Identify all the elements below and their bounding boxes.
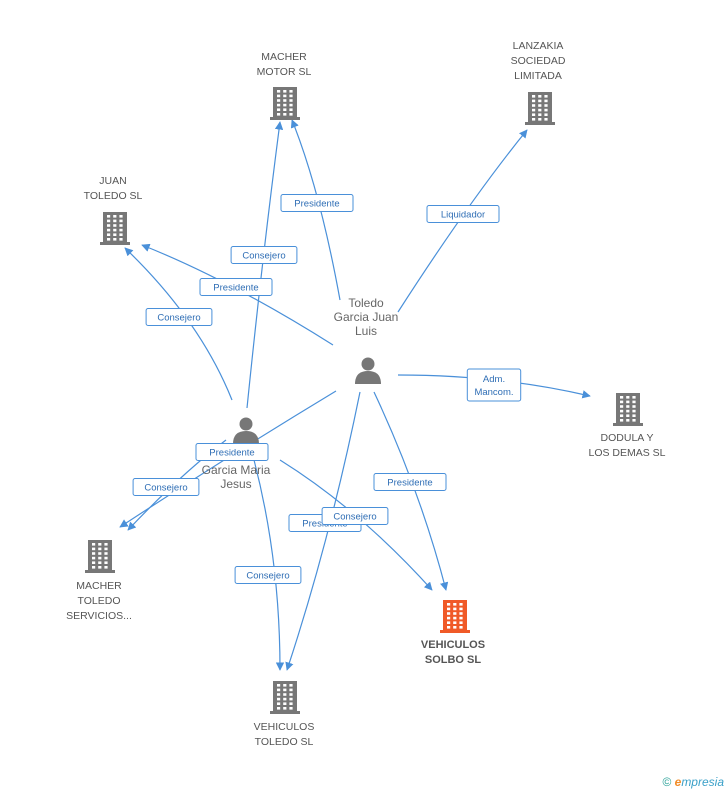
company-label-vehiculos_solbo-line-1: VEHICULOS [421, 639, 485, 651]
brand-initial: e [674, 775, 682, 789]
building-icon-vehiculos_toledo[interactable] [270, 681, 300, 714]
edge-labels-layer: PresidenteLiquidadorPresidenteAdm.Mancom… [132, 194, 522, 584]
svg-text:Consejero: Consejero [157, 313, 200, 324]
edge-label-toledo-macher_motor: Presidente [280, 194, 354, 212]
svg-text:Mancom.: Mancom. [474, 387, 513, 398]
edge-label-toledo-dodula: Adm. Mancom. [466, 368, 522, 402]
person-label-toledo-line-2: Garcia Juan [334, 310, 399, 324]
building-icon-macher_motor[interactable] [270, 87, 300, 120]
edge-label-toledo-juan_toledo: Presidente [199, 278, 273, 296]
building-icon-juan_toledo[interactable] [100, 212, 130, 245]
edge-garcia-vehiculos_toledo [253, 459, 285, 671]
edge-label-garcia-vehiculos_toledo: Consejero [234, 566, 302, 584]
company-label-lanzakia-line-3: LIMITADA [514, 70, 562, 82]
company-label-macher_motor-line-2: MOTOR SL [257, 66, 312, 78]
svg-text:Presidente: Presidente [387, 478, 432, 489]
building-icon-dodula[interactable] [613, 393, 643, 426]
empresia-watermark: © empresia [662, 775, 724, 789]
company-label-macher_toledo-line-1: MACHER [76, 580, 122, 592]
edge-label-garcia-vehiculos_solbo: Consejero [321, 507, 389, 525]
person-label-garcia-line-2: Jesus [220, 477, 251, 491]
edge-label-toledo-lanzakia: Liquidador [426, 205, 500, 223]
building-icon-macher_toledo[interactable] [85, 540, 115, 573]
person-icon-garcia[interactable] [233, 417, 259, 445]
svg-text:Consejero: Consejero [246, 571, 289, 582]
edge-garcia-macher_motor [246, 121, 284, 409]
company-label-macher_motor-line-1: MACHER [261, 51, 307, 63]
company-label-macher_toledo-line-3: SERVICIOS... [66, 610, 132, 622]
company-label-lanzakia-line-2: SOCIEDAD [511, 55, 566, 67]
company-label-dodula-line-2: LOS DEMAS SL [588, 447, 665, 459]
company-label-juan_toledo-line-2: TOLEDO SL [84, 190, 143, 202]
edge-label-toledo-vehiculos_solbo: Presidente [373, 473, 447, 491]
building-icon-vehiculos_solbo[interactable] [440, 600, 470, 633]
company-label-vehiculos_toledo-line-2: TOLEDO SL [255, 736, 314, 748]
edge-label-garcia-juan_toledo: Consejero [145, 308, 213, 326]
person-icon-toledo[interactable] [355, 357, 381, 385]
company-label-vehiculos_solbo-line-2: SOLBO SL [425, 654, 482, 666]
company-label-juan_toledo-line-1: JUAN [99, 175, 126, 187]
company-label-lanzakia-line-1: LANZAKIA [513, 40, 564, 52]
company-label-vehiculos_toledo-line-1: VEHICULOS [254, 721, 315, 733]
svg-text:Consejero: Consejero [144, 483, 187, 494]
copyright-symbol: © [662, 775, 672, 789]
edge-label-toledo-macher_toledo: Presidente [195, 443, 269, 461]
svg-text:Presidente: Presidente [209, 448, 254, 459]
edge-label-garcia-macher_motor: Consejero [230, 246, 298, 264]
svg-text:Consejero: Consejero [242, 251, 285, 262]
edge-label-garcia-macher_toledo: Consejero [132, 478, 200, 496]
svg-text:Adm.: Adm. [483, 374, 505, 385]
person-label-toledo-line-3: Luis [355, 324, 377, 338]
svg-text:Presidente: Presidente [294, 199, 339, 210]
svg-text:Consejero: Consejero [333, 512, 376, 523]
building-icon-lanzakia[interactable] [525, 92, 555, 125]
edge-toledo-vehiculos_toledo [285, 391, 361, 671]
company-label-dodula-line-1: DODULA Y [601, 432, 654, 444]
company-label-macher_toledo-line-2: TOLEDO [78, 595, 121, 607]
svg-text:Liquidador: Liquidador [441, 210, 485, 221]
svg-text:Presidente: Presidente [213, 283, 258, 294]
person-label-garcia-line-1: Garcia Maria [202, 463, 271, 477]
person-label-toledo-line-1: Toledo [348, 296, 384, 310]
brand-rest: mpresia [681, 775, 724, 789]
